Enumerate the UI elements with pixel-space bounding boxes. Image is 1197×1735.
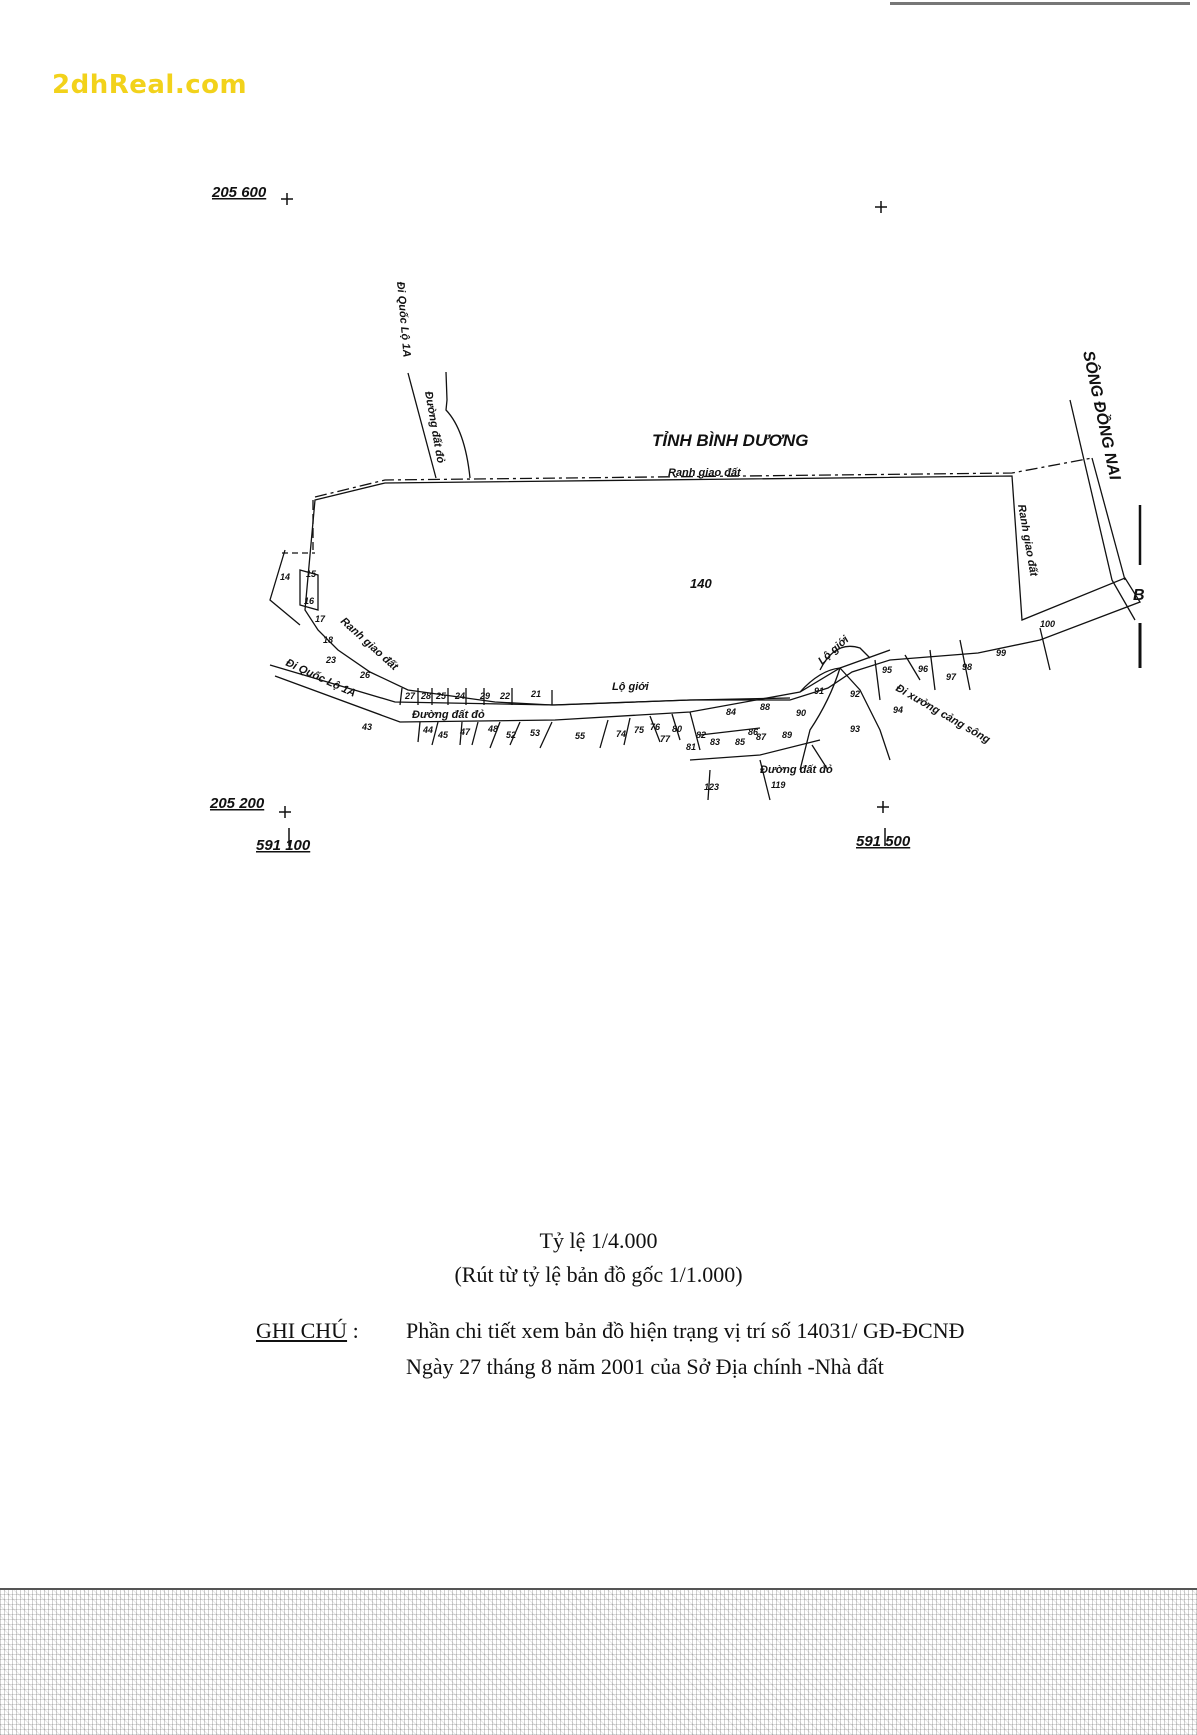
note-label: GHI CHÚ [256,1318,348,1343]
parcel-number: 84 [726,707,736,717]
parcel-number: 27 [404,691,416,701]
parcel-number: 53 [530,728,540,738]
river-label: SÔNG ĐỒNG NAI [1079,349,1125,482]
parcel-number: 74 [616,729,626,739]
parcel-number: 92 [850,689,860,699]
parcel-number: 87 [756,732,767,742]
note-line-1: Phần chi tiết xem bản đồ hiện trạng vị t… [406,1318,965,1343]
parcel-number: 82 [696,730,706,740]
dirt-road-mid-label: Đường đất đỏ [412,709,485,721]
grid-cross-br [877,801,889,813]
to-port-label: Đi xưởng cảng sông [894,682,993,746]
parcel-dividers-east [689,711,829,801]
scale-caption: Tỷ lệ 1/4.000 [539,1228,658,1253]
road-east-curve [799,667,891,771]
province-label: TỈNH BÌNH DƯƠNG [652,431,808,450]
parcel-number: 83 [710,737,720,747]
parcel-number: 81 [686,742,696,752]
parcel-number: 97 [946,672,957,682]
river-bank-2 [1091,457,1126,581]
parcel-number: 55 [575,731,586,741]
note-line-2: Ngày 27 tháng 8 năm 2001 của Sở Địa chín… [406,1354,884,1379]
parcel-small-16 [299,569,319,611]
north-mark-label: B [1133,587,1145,604]
parcel-140-boundary [304,475,1141,706]
source-caption: (Rút từ tỷ lệ bản đồ gốc 1/1.000) [454,1262,743,1287]
parcel-dividers-top-row [399,687,553,706]
parcel-dividers-far-east [874,627,1051,701]
grid-cross-bl [279,806,291,818]
parcel-number: 14 [280,572,290,582]
parcel-number: 47 [459,727,471,737]
parcel-number: 15 [306,569,317,579]
parcel-number: 21 [530,689,541,699]
road-ql1a-top-label: Đi Quốc Lộ 1A [394,281,413,358]
parcel-number: 86 [748,727,759,737]
parcel-number: 28 [420,691,431,701]
boundary-left-label: Ranh giao đất [338,615,401,673]
parcel-number: 99 [996,648,1006,658]
parcel-number: 77 [660,734,671,744]
parcel-number: 29 [479,691,490,701]
scan-noise-footer [0,1588,1197,1735]
parcel-number-labels: 14 15 16 17 18 23 26 27 28 25 24 29 22 2… [280,569,1055,792]
river-bank-1 [1069,399,1136,621]
parcel-number: 90 [796,708,806,718]
parcel-number: 25 [435,691,447,701]
parcel-number: 24 [454,691,465,701]
parcel-number: 43 [361,722,372,732]
dirt-road-bottom-label: Đường đất đỏ [760,764,833,776]
parcel-number: 89 [782,730,792,740]
parcel-number: 93 [850,724,860,734]
parcel-dividers-bottom-row [417,713,681,749]
parcel-number: 26 [359,670,371,680]
parcel-number: 123 [704,782,719,792]
parcel-number: 96 [918,664,929,674]
coord-top-left: 205 600 [211,184,267,201]
parcel-number: 16 [304,596,315,606]
parcel-number: 44 [422,725,433,735]
lo-gioi-mid-label: Lộ giới [612,681,650,693]
parcel-number: 100 [1040,619,1055,629]
parcel-number: 98 [962,662,972,672]
parcel-outlines [269,371,1142,801]
parcel-number: 17 [315,614,326,624]
grid-cross-tl [281,193,293,205]
parcel-number: 18 [323,635,333,645]
parcel-number: 80 [672,724,682,734]
boundary-top-label: Ranh giao đất [668,467,742,479]
coord-bottom-x-left: 591 100 [256,837,311,854]
watermark-text: 2dhReal.com [52,70,248,100]
road-south-upper [269,664,791,706]
parcel-number: 52 [506,730,516,740]
grid-cross-tr [875,201,887,213]
parcel-number: 88 [760,702,770,712]
parcel-140-label: 140 [690,576,712,591]
parcel-number: 94 [893,705,903,715]
dirt-road-top-label: Đường đất đỏ [422,390,446,464]
boundary-top-dashed [314,457,1093,498]
parcel-number: 91 [814,686,824,696]
coord-bottom-x-right: 591 500 [856,833,911,850]
parcel-number: 48 [487,724,498,734]
parcel-left-edge [269,549,301,626]
road-north [407,371,471,479]
road-lo-gioi-east [819,645,871,671]
note-colon: : [352,1318,359,1343]
parcel-number: 76 [650,722,661,732]
lo-gioi-right-label: Lộ giới [816,633,852,667]
coord-bottom-left: 205 200 [209,795,265,812]
parcel-number: 119 [771,780,785,790]
scan-edge-line [890,2,1190,5]
parcel-number: 45 [437,730,449,740]
parcel-number: 85 [735,737,746,747]
parcel-number: 95 [882,665,893,675]
grid-crosses [279,193,889,846]
parcel-number: 23 [325,655,336,665]
parcel-number: 22 [499,691,510,701]
note-label-block: GHI CHÚ : [256,1318,359,1344]
parcel-number: 75 [634,725,645,735]
